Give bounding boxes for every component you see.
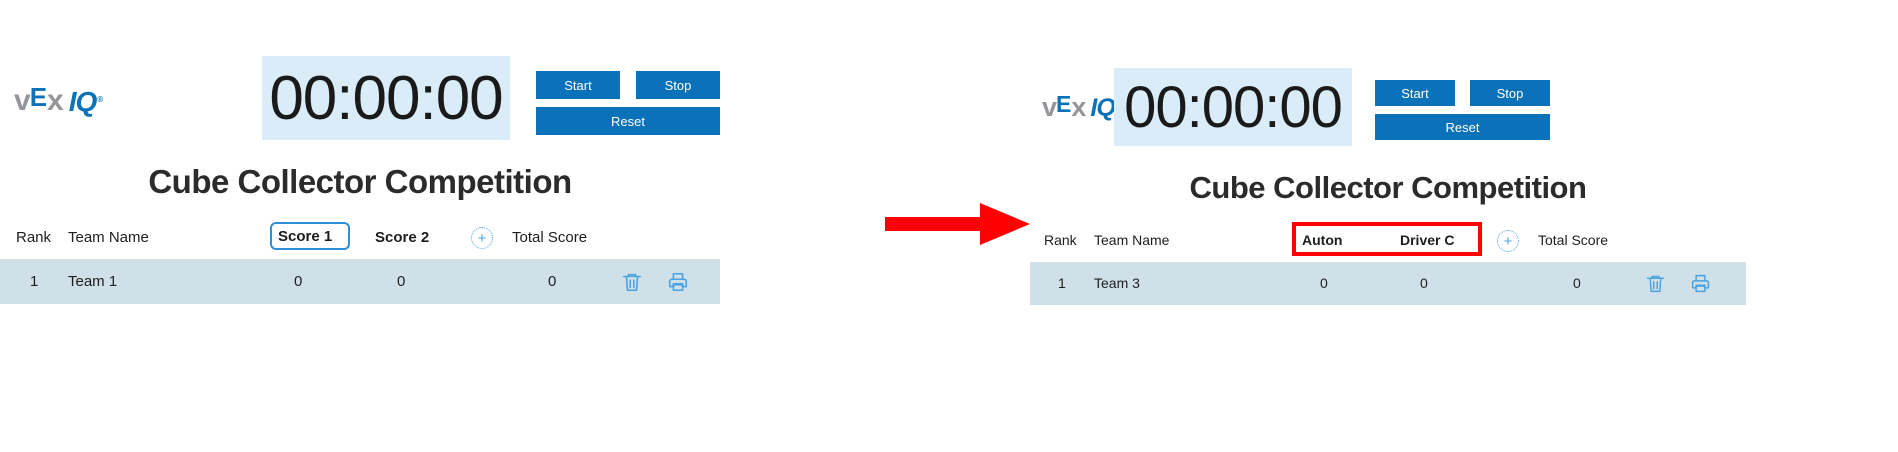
app-header-after: v E x IQ ® 00:00:00 Start Stop Reset (1030, 0, 1898, 146)
annotation-box-renamed-columns (1292, 222, 1482, 256)
scoreboard-table-after: Rank Team Name Auton Driver C + Total Sc… (1030, 222, 1746, 305)
logo-letter-x: x (47, 84, 64, 117)
panel-before: v E x IQ ® 00:00:00 Start Stop Reset Cub… (0, 0, 880, 452)
match-timer-after: 00:00:00 (1114, 68, 1352, 146)
table-header-after: Rank Team Name Auton Driver C + Total Sc… (1030, 222, 1746, 262)
cell-team-name: Team 1 (68, 273, 118, 290)
stop-button-before[interactable]: Stop (636, 71, 720, 99)
trash-icon[interactable] (1645, 273, 1666, 299)
cell-driver-c: 0 (1420, 275, 1428, 291)
start-button-after[interactable]: Start (1375, 80, 1455, 106)
column-header-team-name: Team Name (68, 229, 149, 246)
column-header-score1-input[interactable] (270, 222, 350, 250)
logo-letter-e: E (1056, 91, 1072, 117)
trash-icon[interactable] (621, 271, 643, 298)
cell-score1: 0 (294, 273, 303, 290)
page-title-after: Cube Collector Competition (1189, 170, 1587, 205)
column-header-auton[interactable]: Auton (1302, 232, 1343, 248)
column-header-team-name: Team Name (1094, 232, 1170, 248)
add-column-icon[interactable]: + (471, 227, 493, 249)
app-header-before: v E x IQ ® 00:00:00 Start Stop Reset (0, 0, 880, 140)
scoreboard-table-before: Rank Team Name Score 1 Score 2 + Total S… (0, 222, 720, 304)
logo-letter-v: v (14, 84, 31, 117)
page-title-before: Cube Collector Competition (148, 163, 572, 200)
vex-iq-logo-after: v E x IQ ® (1042, 91, 1122, 123)
table-header-before: Rank Team Name Score 1 Score 2 + Total S… (0, 222, 720, 258)
add-column-icon[interactable]: + (1497, 230, 1519, 252)
panel-after: v E x IQ ® 00:00:00 Start Stop Reset Cub… (1030, 0, 1898, 452)
column-header-score1[interactable]: Score 1 (278, 228, 333, 245)
column-header-driver-c[interactable]: Driver C (1400, 232, 1455, 248)
table-header-divider (0, 259, 720, 260)
match-timer-before: 00:00:00 (262, 56, 510, 140)
table-header-divider (1030, 262, 1746, 263)
column-header-score2[interactable]: Score 2 (375, 229, 430, 246)
reset-button-before[interactable]: Reset (536, 107, 720, 135)
cell-auton: 0 (1320, 275, 1328, 291)
table-row[interactable]: 1 Team 3 0 0 0 (1030, 263, 1746, 305)
reset-button-after[interactable]: Reset (1375, 114, 1550, 140)
column-header-rank: Rank (16, 229, 52, 246)
cell-rank: 1 (30, 273, 39, 290)
cell-score2: 0 (397, 273, 406, 290)
logo-text-iq: IQ (68, 86, 98, 117)
cell-total-score: 0 (548, 273, 557, 290)
table-row[interactable]: 1 Team 1 0 0 0 (0, 260, 720, 304)
column-header-rank: Rank (1044, 232, 1077, 248)
vex-iq-logo-before: v E x IQ ® (14, 82, 104, 118)
stop-button-after[interactable]: Stop (1470, 80, 1550, 106)
logo-letter-e: E (29, 82, 48, 112)
logo-letter-x: x (1071, 92, 1086, 122)
cell-total-score: 0 (1573, 275, 1581, 291)
start-button-before[interactable]: Start (536, 71, 620, 99)
printer-icon[interactable] (667, 271, 689, 298)
logo-trademark: ® (97, 95, 104, 104)
logo-letter-v: v (1042, 92, 1057, 122)
printer-icon[interactable] (1690, 273, 1711, 299)
cell-team-name: Team 3 (1094, 275, 1140, 291)
logo-text-iq: IQ (1090, 94, 1115, 122)
right-arrow-icon (885, 203, 1030, 245)
column-header-total-score: Total Score (1538, 232, 1609, 248)
column-header-total-score: Total Score (512, 229, 588, 246)
cell-rank: 1 (1058, 275, 1066, 291)
